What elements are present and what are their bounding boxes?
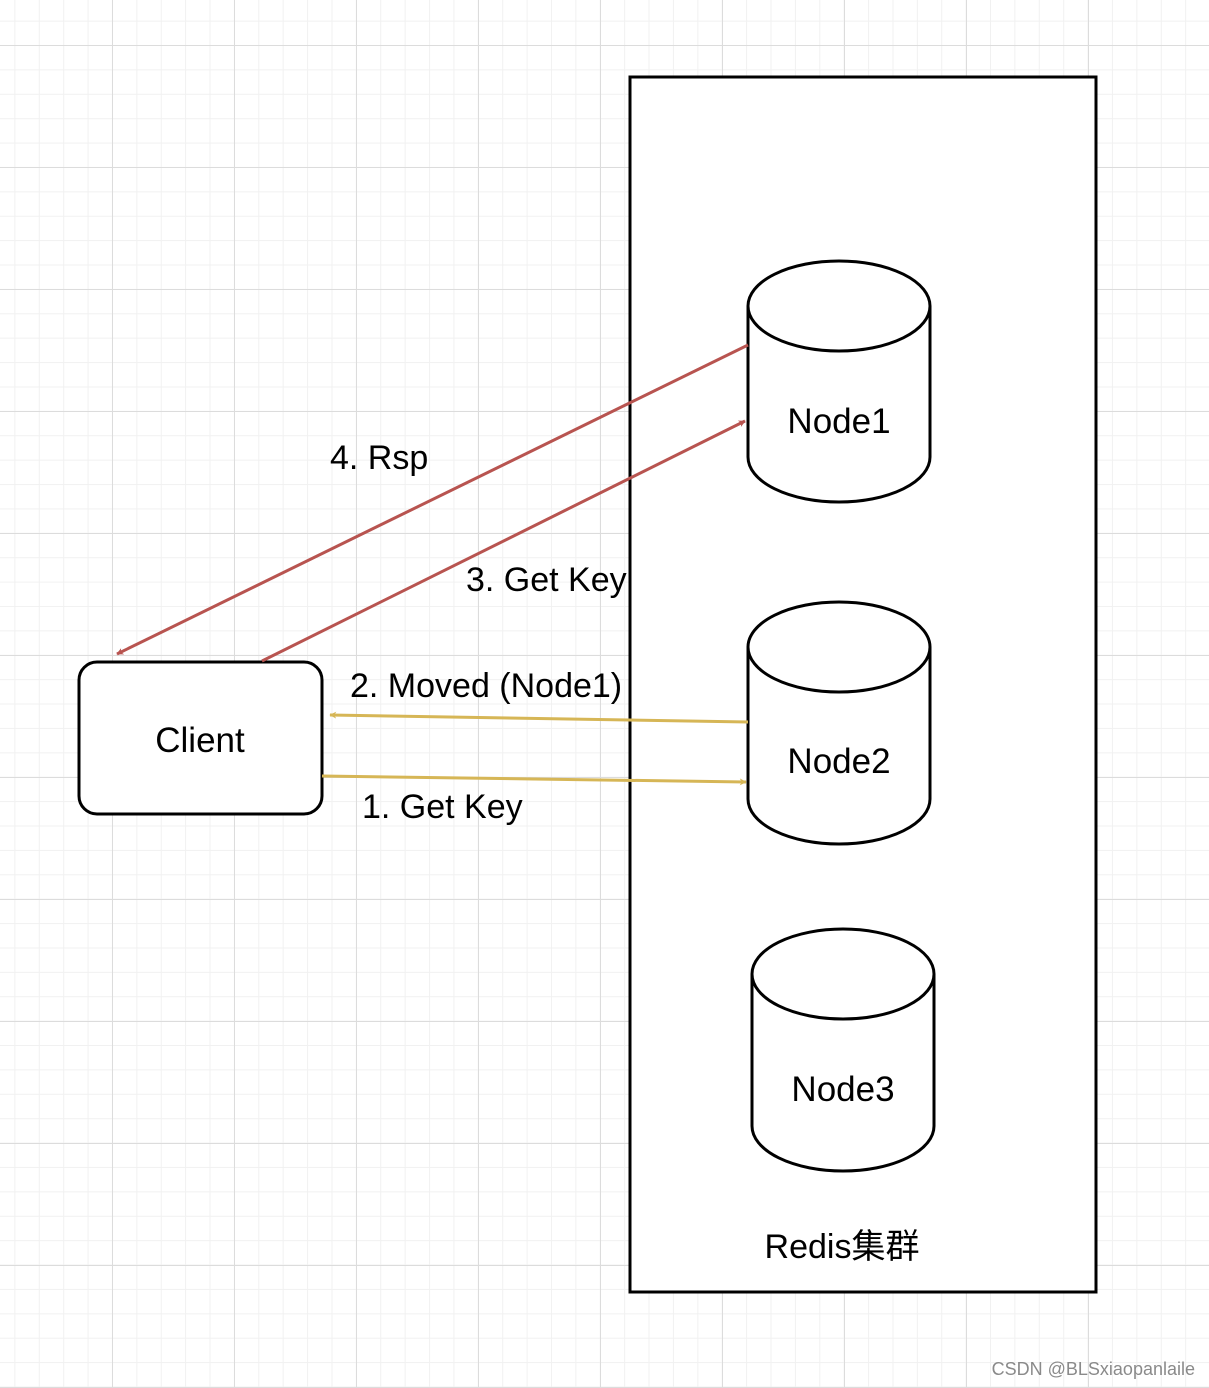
edge-3-line [261, 419, 746, 663]
cluster-label: Redis集群 [765, 1228, 920, 1266]
node1-body [746, 306, 932, 504]
edge-response[interactable]: 4. Rsp [116, 343, 749, 656]
node3-cylinder[interactable]: Node3 [750, 927, 936, 1173]
node3-body [750, 974, 936, 1173]
edge-2-line [329, 711, 749, 724]
node2-body [746, 647, 932, 846]
node2-label: Node2 [787, 742, 890, 781]
edge-moved[interactable]: 2. Moved (Node1) [329, 667, 749, 724]
edge-4-line [116, 343, 749, 656]
edge-3-label: 3. Get Key [466, 561, 627, 599]
client-label: Client [155, 721, 245, 760]
edge-1-label: 1. Get Key [362, 788, 523, 826]
edge-4-label: 4. Rsp [330, 439, 428, 477]
node1-top [746, 259, 932, 353]
edge-get-key-node1[interactable]: 3. Get Key [261, 419, 746, 663]
client-shape [77, 660, 324, 816]
node3-label: Node3 [791, 1070, 894, 1109]
node1-label: Node1 [787, 402, 890, 441]
node2-top [746, 600, 932, 694]
node2-cylinder[interactable]: Node2 [746, 600, 932, 846]
edge-1-line [321, 774, 747, 786]
node3-top [750, 927, 936, 1021]
client-box[interactable]: Client [77, 660, 324, 816]
node1-cylinder[interactable]: Node1 [746, 259, 932, 504]
watermark-text: CSDN @BLSxiaopanlaile [991, 1359, 1195, 1379]
edge-2-label: 2. Moved (Node1) [350, 667, 622, 705]
edge-get-key-node2[interactable]: 1. Get Key [321, 774, 747, 826]
